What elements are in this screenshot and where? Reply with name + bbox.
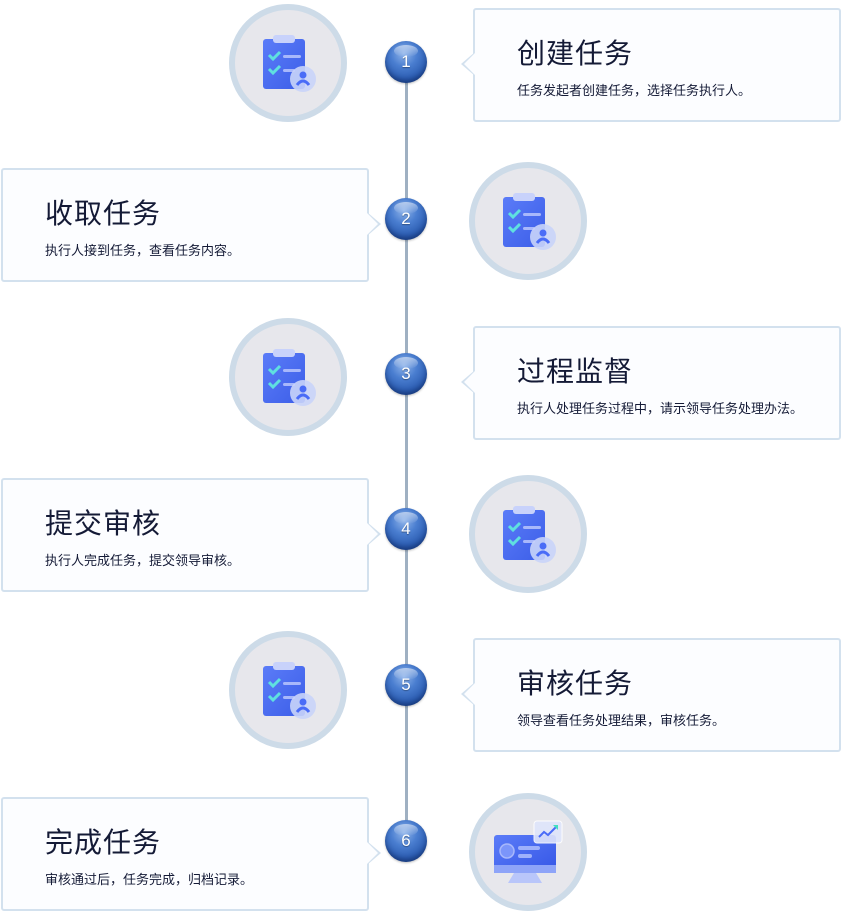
step-4-number: 4 [385,508,427,550]
clipboard-check-icon [263,35,316,92]
step-2-card: 收取任务 执行人接到任务，查看任务内容。 [1,168,381,282]
step-5-title: 审核任务 [517,667,634,700]
step-1-card: 创建任务 任务发起者创建任务，选择任务执行人。 [461,8,841,122]
step-2-title: 收取任务 [45,197,162,230]
step-1-description: 任务发起者创建任务，选择任务执行人。 [517,84,752,99]
step-3-title: 过程监督 [517,355,634,388]
clipboard-check-icon [503,506,556,563]
clipboard-check-icon [503,193,556,250]
step-1-number: 1 [385,41,427,83]
step-3-card: 过程监督 执行人处理任务过程中，请示领导任务处理办法。 [461,326,841,440]
step-5-number: 5 [385,664,427,706]
step-3-icon-circle [229,318,347,436]
timeline-line [405,62,408,842]
step-6-title: 完成任务 [45,826,162,859]
step-5-icon-circle [229,631,347,749]
step-4-title: 提交审核 [45,507,162,540]
monitor-chart-icon [494,820,563,883]
step-3-description: 执行人处理任务过程中，请示领导任务处理办法。 [517,402,804,417]
step-3-number: 3 [385,353,427,395]
step-5-card: 审核任务 领导查看任务处理结果，审核任务。 [461,638,841,752]
step-1-icon-circle [229,4,347,122]
step-4-icon-circle [469,475,587,593]
step-6-number: 6 [385,820,427,862]
step-6-description: 审核通过后，任务完成，归档记录。 [45,873,254,888]
step-2-number: 2 [385,198,427,240]
step-4-card: 提交审核 执行人完成任务，提交领导审核。 [1,478,381,592]
step-6-card: 完成任务 审核通过后，任务完成，归档记录。 [1,797,381,911]
step-2-description: 执行人接到任务，查看任务内容。 [45,244,241,259]
clipboard-check-icon [263,349,316,406]
step-5-description: 领导查看任务处理结果，审核任务。 [517,714,726,729]
step-1-title: 创建任务 [517,37,634,70]
step-2-icon-circle [469,162,587,280]
step-4-description: 执行人完成任务，提交领导审核。 [45,554,241,569]
clipboard-check-icon [263,662,316,719]
step-6-icon-circle [469,793,587,911]
